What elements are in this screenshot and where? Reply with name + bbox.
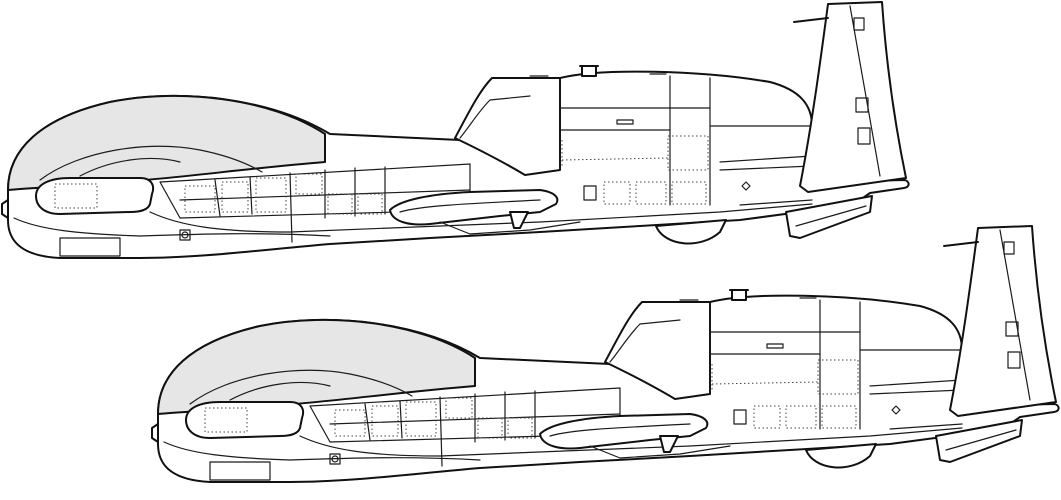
upper-drone-profile bbox=[1, 1, 910, 259]
lower-drone-profile bbox=[151, 225, 1060, 483]
